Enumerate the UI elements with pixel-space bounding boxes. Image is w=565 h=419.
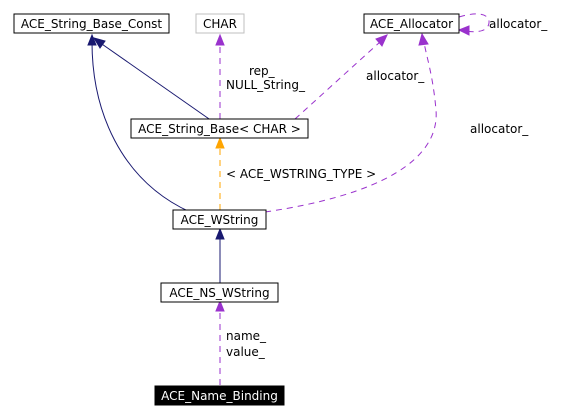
node-ace-ns-wstring[interactable]: ACE_NS_WString [160,282,279,303]
node-label: ACE_Allocator [370,17,453,31]
arrowhead-usage-icon [215,33,225,46]
edge-label-rep: rep_ [249,64,276,78]
edge-label-allocator-self: allocator_ [489,17,548,31]
edge-label-value: value_ [226,345,266,359]
node-label: ACE_Name_Binding [161,389,278,403]
node-ace-string-base-const[interactable]: ACE_String_Base_Const [13,13,170,34]
node-label: CHAR [203,17,237,31]
edge-string-base-to-base-const [98,41,213,122]
node-ace-wstring[interactable]: ACE_WString [172,209,267,230]
arrowhead-inherit-icon [87,33,97,46]
edge-wstring-to-base-const [91,41,191,213]
node-label: ACE_WString [181,213,259,227]
node-char[interactable]: CHAR [195,13,245,34]
edge-string-base-to-allocator [294,41,381,120]
edge-label-template-arg: < ACE_WSTRING_TYPE > [226,167,376,181]
edge-allocator-self-loop [458,13,490,33]
edge-label-name: name_ [226,329,267,343]
node-ace-string-base[interactable]: ACE_String_Base< CHAR > [130,118,309,139]
arrowhead-template-icon [215,136,225,149]
arrowhead-usage-icon [457,25,470,36]
edge-label-null-string: NULL_String_ [226,78,306,92]
arrowhead-inherit-icon [215,227,225,240]
arrowhead-usage-icon [375,34,388,47]
node-label: ACE_String_Base_Const [21,17,163,31]
node-ace-name-binding[interactable]: ACE_Name_Binding [154,385,285,406]
node-label: ACE_NS_WString [169,286,269,300]
arrowhead-usage-icon [215,299,225,312]
edge-label-allocator-wstring: allocator_ [470,122,529,136]
edge-label-allocator-base: allocator_ [366,69,425,83]
arrowhead-usage-icon [418,32,429,46]
node-label: ACE_String_Base< CHAR > [138,122,301,136]
node-ace-allocator[interactable]: ACE_Allocator [363,13,460,34]
arrowhead-inherit-icon [92,37,106,49]
